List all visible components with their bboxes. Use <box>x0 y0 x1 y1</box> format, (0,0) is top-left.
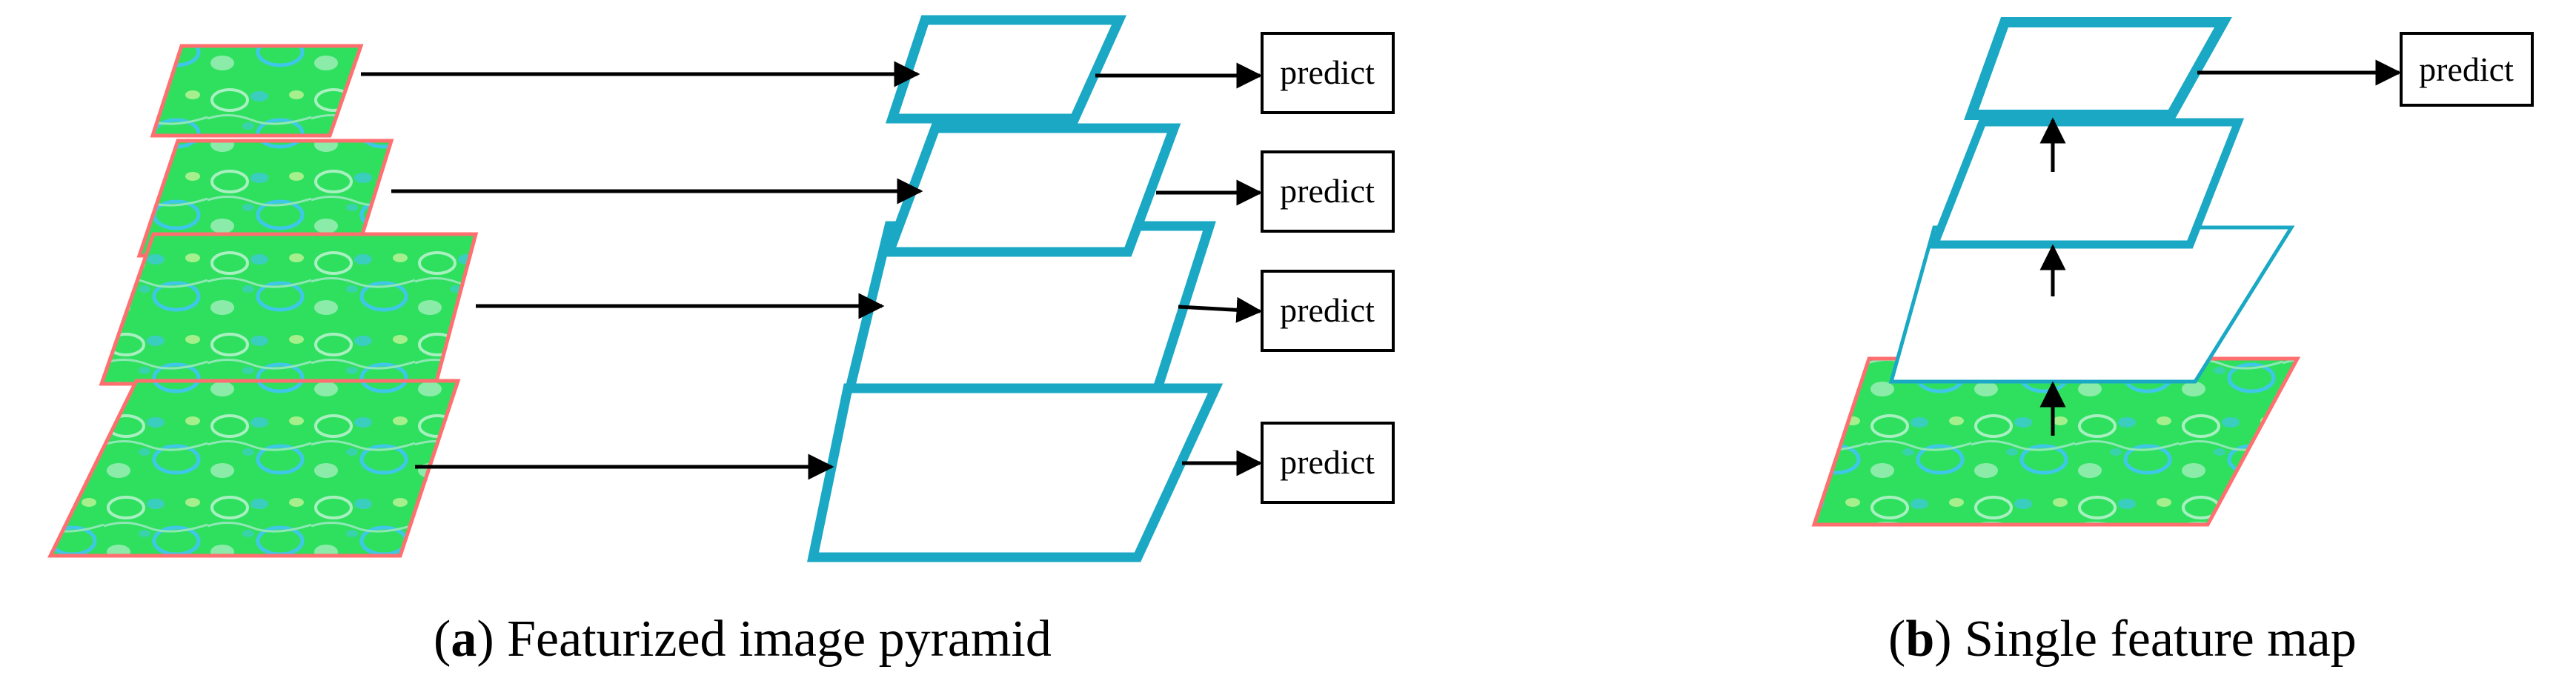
caption-a-letter: a <box>451 611 477 668</box>
predict-box-1 <box>1261 32 1395 114</box>
predict-label-1: predict <box>1280 53 1375 91</box>
image-to-feature-arrows <box>361 61 923 480</box>
predict-boxes: predict predict predict predict <box>1261 32 1395 504</box>
feature-map-stack <box>807 15 1224 562</box>
input-image <box>1811 356 2301 527</box>
feature-map-level-4 <box>807 383 1224 562</box>
predict-label-2: predict <box>1280 172 1375 210</box>
caption-b: (b) Single feature map <box>1888 611 2357 668</box>
caption-a: (a) Featurized image pyramid <box>434 611 1052 668</box>
predict-box-b <box>2400 32 2534 107</box>
caption-b-open: ( <box>1888 611 1905 668</box>
feature-map-level-2 <box>882 123 1181 257</box>
predict-box-2 <box>1261 150 1395 233</box>
image-level-3 <box>99 232 479 386</box>
caption-b-letter: b <box>1905 611 1934 668</box>
caption-a-rest: ) Featurized image pyramid <box>477 611 1052 668</box>
predict-box-3 <box>1261 270 1395 352</box>
panel-a: predict predict predict predict (a) Feat… <box>47 15 1395 668</box>
arrow-predict-3 <box>1178 296 1263 323</box>
predict-label-4: predict <box>1280 443 1375 481</box>
image-level-1 <box>150 44 364 138</box>
feature-layer-medium <box>1928 118 2245 249</box>
feature-layer-top <box>1964 17 2232 120</box>
caption-a-open: ( <box>434 611 451 668</box>
caption-b-rest: ) Single feature map <box>1934 611 2357 668</box>
predict-label-3: predict <box>1280 291 1375 329</box>
image-level-4 <box>47 379 461 558</box>
feature-to-predict-arrows <box>1095 62 1263 476</box>
image-pyramid <box>47 44 479 558</box>
predict-box-4 <box>1261 422 1395 504</box>
feature-map-level-1 <box>886 15 1127 124</box>
predict-label-b: predict <box>2419 50 2514 88</box>
panel-b: predict (b) Single feature map <box>1811 17 2534 668</box>
